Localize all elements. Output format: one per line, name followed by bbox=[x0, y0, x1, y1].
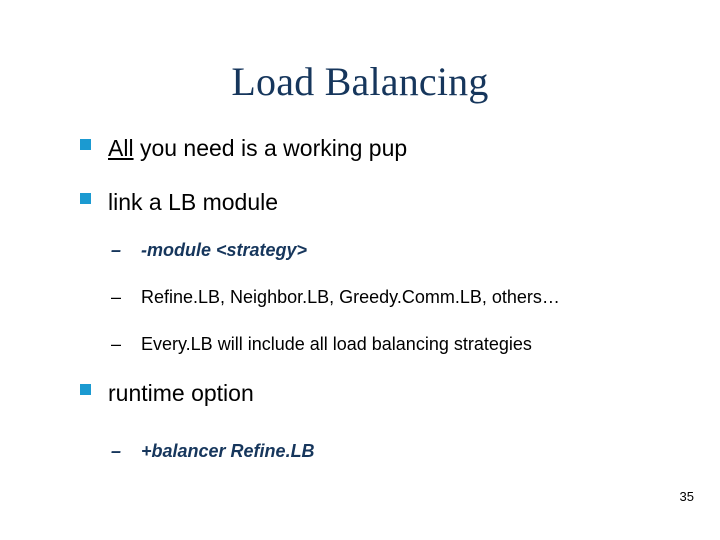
sub-bullet-label: +balancer Refine.LB bbox=[141, 441, 315, 461]
square-bullet-icon bbox=[80, 193, 91, 204]
en-dash-icon: – bbox=[111, 287, 122, 307]
sub-bullet-balancer-refine-lb: – +balancer Refine.LB bbox=[0, 431, 720, 472]
sub-bullet-label: -module <strategy> bbox=[141, 240, 308, 260]
page-number: 35 bbox=[679, 489, 694, 504]
en-dash-icon: – bbox=[111, 441, 122, 461]
square-bullet-icon bbox=[80, 139, 91, 150]
en-dash-icon: – bbox=[111, 240, 122, 260]
spacer bbox=[0, 415, 720, 431]
slide-body: All you need is a working pup link a LB … bbox=[0, 126, 720, 472]
bullet-label-rest: you need is a working pup bbox=[133, 135, 408, 161]
underlined-word: All bbox=[108, 135, 134, 161]
bullet-label: runtime option bbox=[108, 380, 254, 406]
bullet-item-link-lb-module: link a LB module bbox=[0, 180, 720, 224]
bullet-label: All you need is a working pup bbox=[108, 126, 720, 170]
page-title: Load Balancing bbox=[231, 59, 489, 104]
bullet-label: link a LB module bbox=[108, 189, 279, 215]
sub-bullet-label: Refine.LB, Neighbor.LB, Greedy.Comm.LB, … bbox=[141, 287, 560, 307]
square-bullet-icon bbox=[80, 384, 91, 395]
bullet-item-runtime-option: runtime option bbox=[0, 371, 720, 415]
spacer bbox=[0, 170, 720, 180]
sub-bullet-every-lb: – Every.LB will include all load balanci… bbox=[0, 324, 720, 365]
sub-bullet-label: Every.LB will include all load balancing… bbox=[141, 334, 532, 354]
bullet-item-all-you-need: All you need is a working pup bbox=[0, 126, 720, 170]
en-dash-icon: – bbox=[111, 334, 122, 354]
sub-bullet-module-strategy: – -module <strategy> bbox=[0, 230, 720, 271]
sub-bullet-lb-strategy-list: – Refine.LB, Neighbor.LB, Greedy.Comm.LB… bbox=[0, 277, 720, 318]
